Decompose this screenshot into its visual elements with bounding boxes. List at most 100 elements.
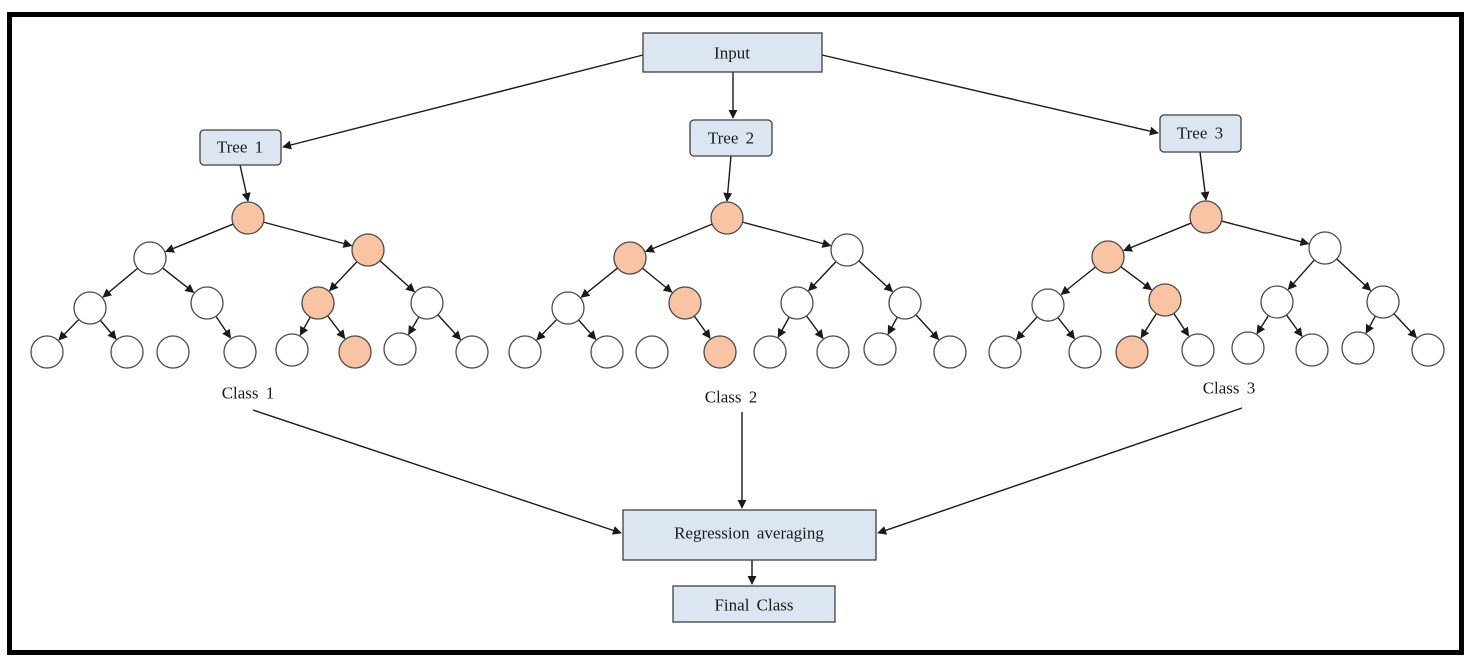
tree-1-node-LLL bbox=[30, 335, 64, 369]
tree-2-edge-RR-RRL bbox=[887, 316, 898, 335]
tree-3-edge-root-R bbox=[1221, 220, 1310, 247]
tree-2-node-LL bbox=[551, 291, 585, 325]
tree-3-edge-RR-RRR bbox=[1393, 313, 1417, 339]
tree-2-to-root-edge bbox=[723, 155, 733, 202]
input-box: Input bbox=[642, 32, 823, 73]
tree-2-node-root-highlighted bbox=[710, 201, 744, 235]
input-to-tree-1-edge bbox=[282, 54, 644, 150]
tree-1-node-LRL bbox=[156, 335, 190, 369]
tree-1-node-LRR bbox=[223, 335, 257, 369]
input-box-label: Input bbox=[714, 44, 750, 63]
class-2-label: Class 2 bbox=[705, 388, 758, 407]
tree-3-node-RRR bbox=[1411, 333, 1445, 367]
tree-1-node-root-highlighted bbox=[231, 201, 265, 235]
tree-2-node-RR bbox=[888, 286, 922, 320]
tree-1-node-RRR bbox=[455, 335, 489, 369]
tree-2-node-RRL bbox=[863, 332, 897, 366]
tree-1-edge-L-LL bbox=[102, 267, 139, 298]
tree-1-node-RR bbox=[410, 286, 444, 320]
tree-1-edge-R-RL bbox=[329, 261, 358, 292]
tree-3-edge-LR-LRR bbox=[1173, 312, 1190, 337]
tree-3-node-LR-highlighted bbox=[1148, 283, 1182, 317]
class-3-label: Class 3 bbox=[1203, 379, 1256, 398]
tree-3-node-RRL bbox=[1341, 331, 1375, 365]
tree-3-node-RL bbox=[1260, 285, 1294, 319]
input-to-tree-3-edge bbox=[821, 54, 1159, 136]
tree-1-edge-RL-RLR bbox=[327, 315, 346, 340]
tree-2-node-RRR bbox=[933, 335, 967, 369]
tree-3-node-LRR bbox=[1181, 333, 1215, 367]
tree-2-edge-L-LL bbox=[580, 267, 618, 298]
tree-2-edge-RL-RLL bbox=[777, 316, 790, 338]
final-class-label: Final Class bbox=[714, 596, 793, 615]
tree-2-edge-RL-RLR bbox=[805, 315, 824, 340]
tree-2-node-LRL bbox=[635, 335, 669, 369]
tree-1-node-LLR bbox=[110, 335, 144, 369]
tree-2-edge-root-L bbox=[644, 223, 713, 253]
tree-3-edge-L-LR bbox=[1120, 266, 1153, 291]
tree-3-label: Tree 3 bbox=[1177, 124, 1223, 143]
tree-1-edge-LL-LLL bbox=[58, 318, 80, 341]
tree-2-node-RLR bbox=[816, 335, 850, 369]
tree-2-edge-R-RL bbox=[808, 261, 837, 292]
tree-2-node-RL bbox=[780, 286, 814, 320]
edges-layer bbox=[58, 54, 1417, 585]
tree-1-node-L bbox=[133, 241, 167, 275]
tree-3-node-LL bbox=[1031, 288, 1065, 322]
tree-1-node-RRL bbox=[383, 332, 417, 366]
tree-1-node-R-highlighted bbox=[351, 233, 385, 267]
tree-3-edge-RL-RLR bbox=[1285, 314, 1303, 337]
tree-3-node-LLR bbox=[1068, 335, 1102, 369]
tree-2-edge-LL-LLL bbox=[536, 318, 558, 341]
tree-3-edge-root-L bbox=[1122, 222, 1192, 252]
tree-3-node-L-highlighted bbox=[1091, 240, 1125, 274]
tree-1-node-RL-highlighted bbox=[301, 286, 335, 320]
tree-2-label: Tree 2 bbox=[708, 129, 754, 148]
tree-3-node-R bbox=[1308, 231, 1342, 265]
tree-3-edge-LL-LLL bbox=[1015, 316, 1038, 341]
tree-1-edge-L-LR bbox=[162, 267, 195, 294]
tree-3-edge-L-LL bbox=[1060, 266, 1096, 295]
tree-2-node-RLL bbox=[753, 335, 787, 369]
tree-1-node-RLL bbox=[275, 333, 309, 367]
regression-averaging-label: Regression averaging bbox=[674, 524, 824, 543]
tree-3-node-RLL bbox=[1231, 331, 1265, 365]
class-3-to-averaging-edge bbox=[877, 407, 1243, 535]
tree-2-edge-root-R bbox=[742, 221, 832, 248]
tree-3-edge-RR-RRL bbox=[1365, 315, 1376, 334]
tree-3-node-LLL bbox=[988, 335, 1022, 369]
tree-3-to-root-edge bbox=[1199, 151, 1210, 201]
tree-2-node-LLL bbox=[508, 335, 542, 369]
tree-2-node-LR-highlighted bbox=[668, 286, 702, 320]
tree-2-node-R bbox=[830, 233, 864, 267]
tree-2-edge-LL-LLR bbox=[578, 319, 597, 340]
tree-2-edge-RR-RRR bbox=[915, 314, 940, 341]
final-class-box: Final Class bbox=[672, 585, 836, 623]
tree-1-edge-RR-RRL bbox=[408, 316, 420, 336]
tree-3-node-LRL-highlighted bbox=[1115, 335, 1149, 369]
tree-1-node-RLR-highlighted bbox=[338, 335, 372, 369]
tree-3-node-RLR bbox=[1295, 333, 1329, 367]
tree-2-node-LLR bbox=[590, 335, 624, 369]
tree-1-edge-RR-RRR bbox=[437, 314, 462, 341]
tree-2-edge-R-RR bbox=[858, 260, 894, 293]
tree-3-node-RR bbox=[1366, 285, 1400, 319]
tree-1-label: Tree 1 bbox=[217, 138, 263, 157]
tree-1-edge-RL-RLL bbox=[299, 316, 311, 336]
tree-1-node-LR bbox=[190, 286, 224, 320]
tree-1-edge-root-L bbox=[164, 223, 234, 253]
tree-3-edge-RL-RLL bbox=[1256, 315, 1270, 335]
tree-2-node-LRR-highlighted bbox=[703, 335, 737, 369]
tree-1-box: Tree 1 bbox=[199, 129, 282, 166]
tree-1-node-LL bbox=[73, 291, 107, 325]
tree-2-node-L-highlighted bbox=[613, 241, 647, 275]
regression-averaging-box: Regression averaging bbox=[622, 509, 877, 561]
nodes-layer bbox=[30, 200, 1445, 369]
tree-2-box: Tree 2 bbox=[689, 119, 773, 157]
tree-3-edge-R-RR bbox=[1336, 258, 1372, 292]
tree-3-edge-LR-LRL bbox=[1140, 313, 1158, 339]
tree-3-box: Tree 3 bbox=[1159, 114, 1242, 153]
tree-1-edge-LR-LRR bbox=[215, 315, 232, 339]
tree-3-edge-R-RL bbox=[1287, 259, 1315, 290]
tree-3-node-root-highlighted bbox=[1189, 200, 1223, 234]
